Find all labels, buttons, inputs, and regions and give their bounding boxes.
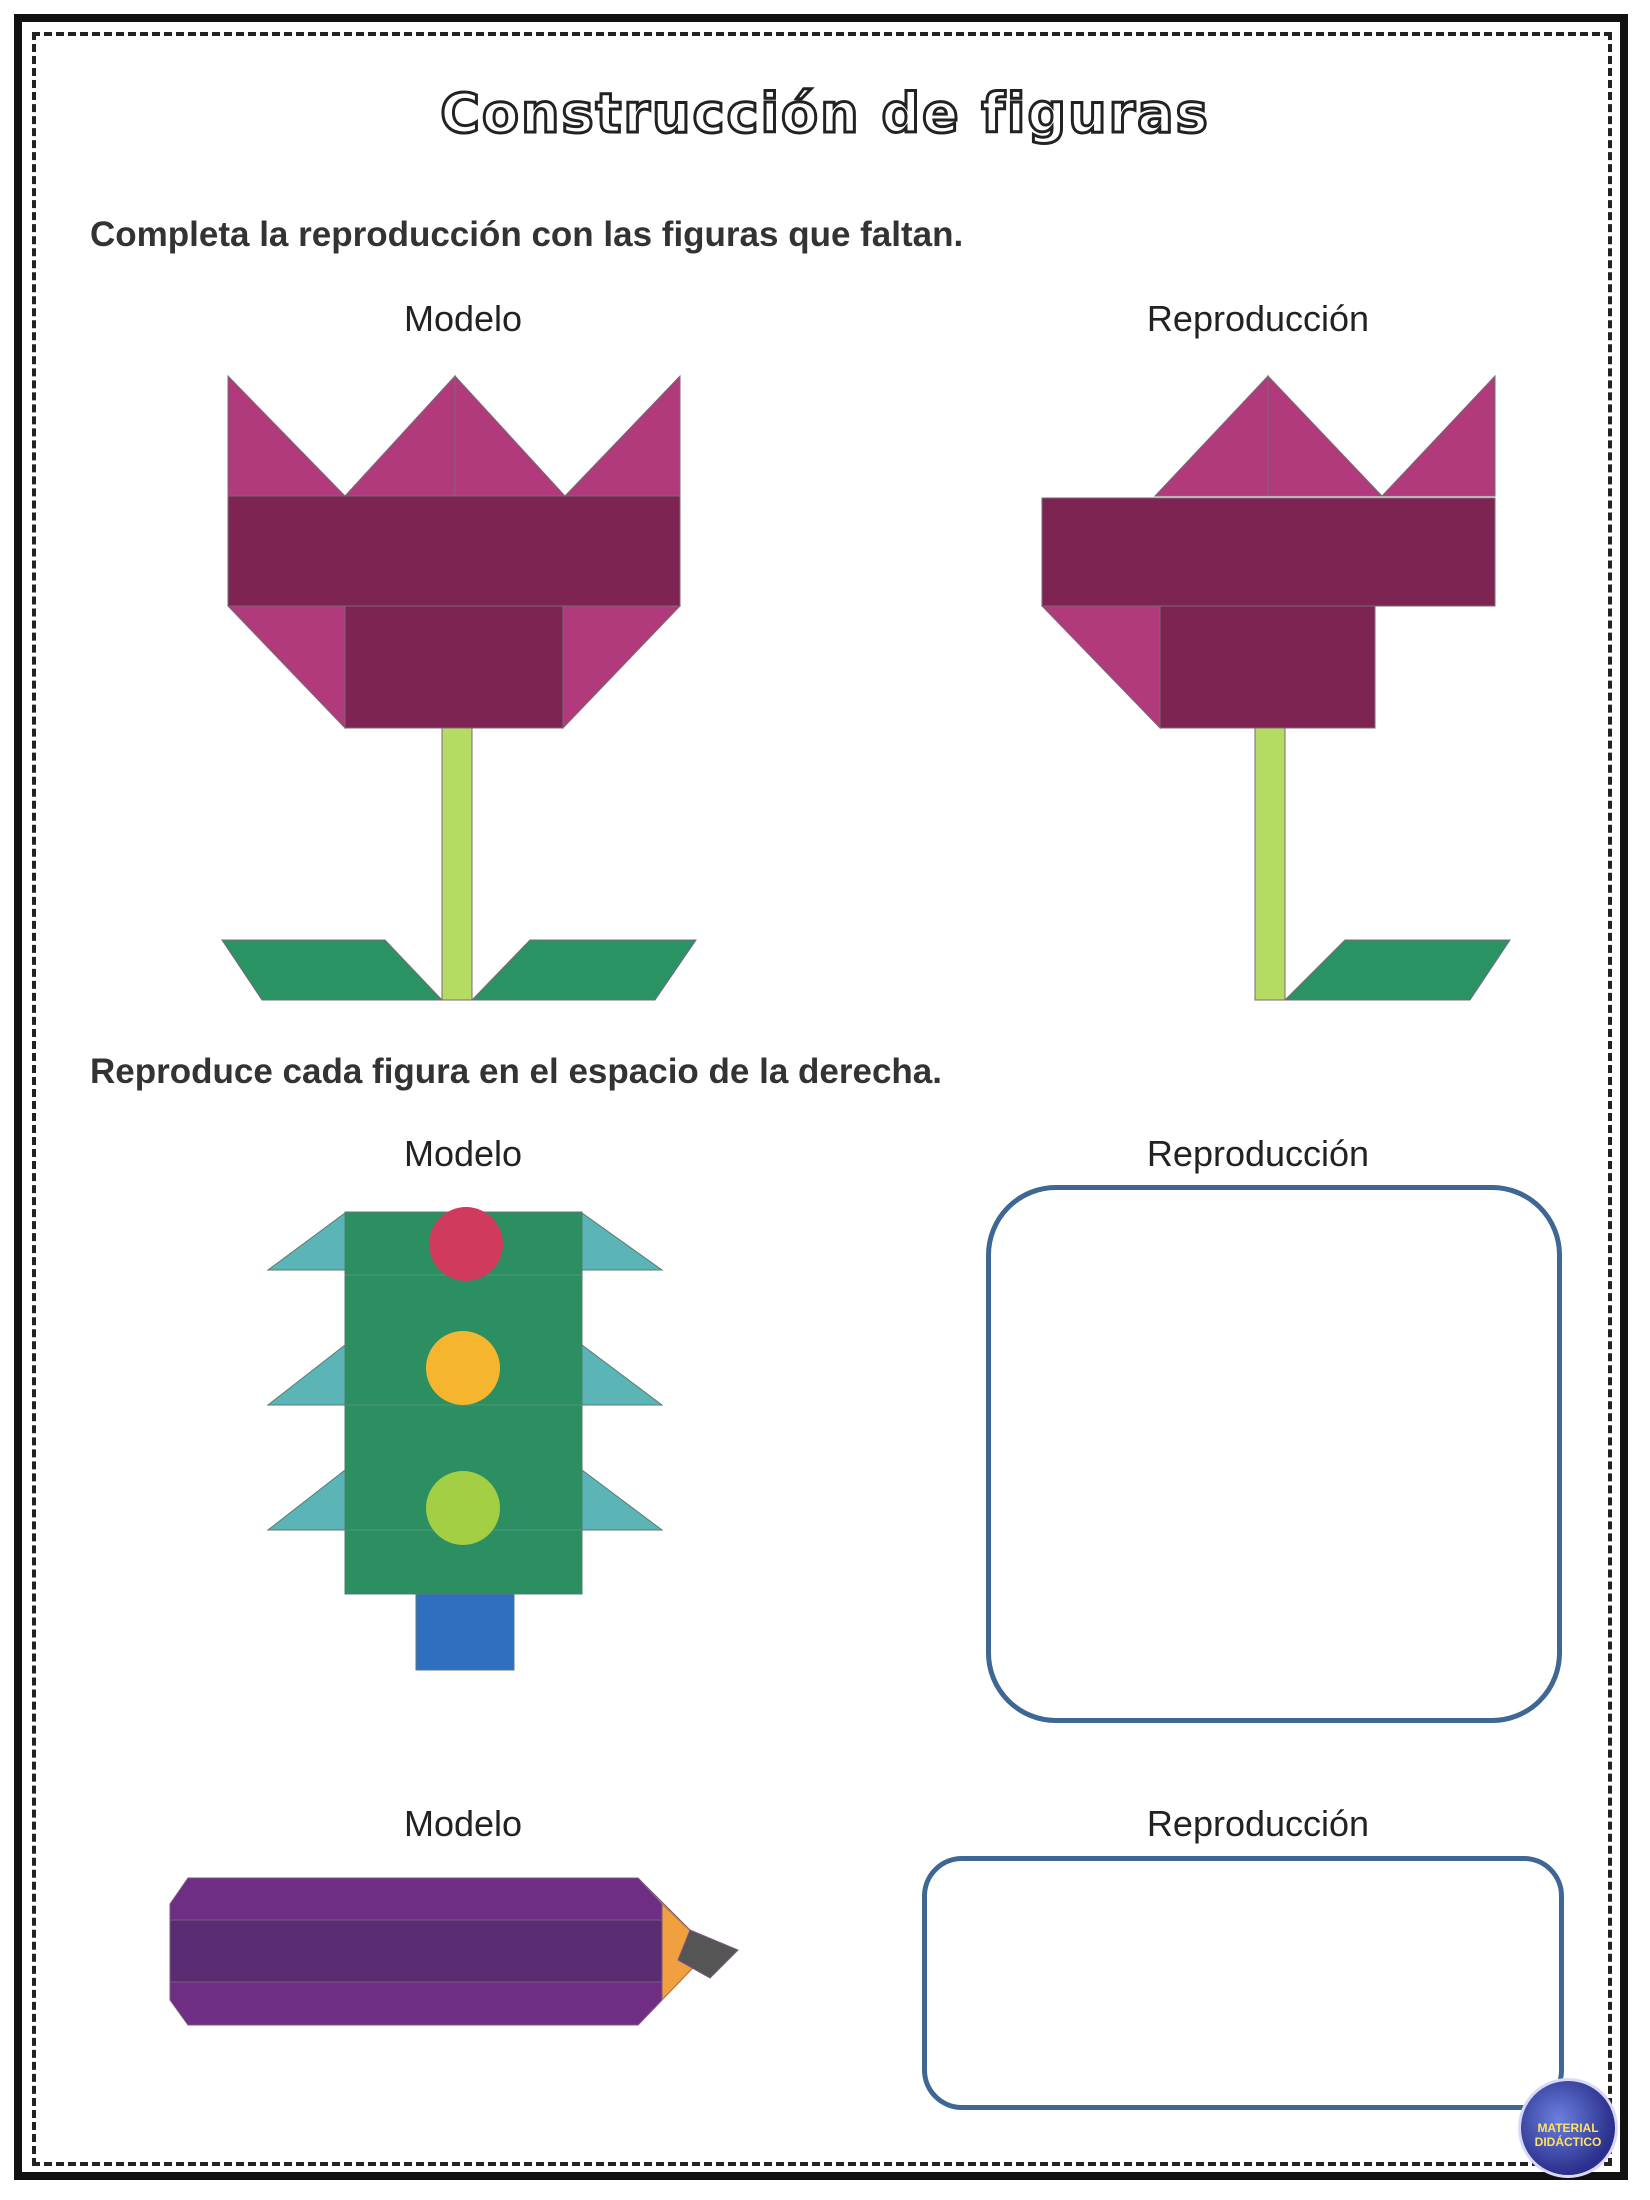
logo-text-1: MATERIAL: [1537, 2121, 1599, 2135]
pencil-band: [169, 1919, 663, 1983]
petal-center-right: [1267, 374, 1384, 497]
logo-text-2: DIDÁCTICO: [1534, 2135, 1602, 2149]
leaf-right: [1283, 939, 1511, 1001]
traffic-light-answer-box[interactable]: [986, 1185, 1562, 1723]
reproduction-label-traffic-light: Reproducción: [1146, 1133, 1370, 1174]
flower-stem: [441, 727, 473, 1001]
page-border: [14, 14, 1628, 2180]
red-light: [429, 1207, 503, 1281]
flower-side-right: [562, 605, 682, 730]
model-label-pencil: Modelo: [403, 1803, 523, 1844]
green-light: [426, 1471, 500, 1545]
page-title: Construcción de figuras: [439, 81, 1210, 147]
model-label-traffic-light: Modelo: [403, 1133, 523, 1174]
model-label-flower: Modelo: [403, 298, 523, 339]
reproduction-label-flower: Reproducción: [1146, 298, 1370, 339]
flower-center-block: [344, 605, 564, 729]
pencil-lead: [677, 1929, 739, 1979]
pencil-answer-box[interactable]: [922, 1856, 1564, 2110]
flower-center-block: [1159, 605, 1376, 729]
instruction-reproduce: Reproduce cada figura en el espacio de l…: [90, 1052, 942, 1091]
dashed-border: [32, 32, 1612, 2166]
reproduction-label-pencil: Reproducción: [1146, 1803, 1370, 1844]
logo-badge: MATERIAL DIDÁCTICO: [1518, 2078, 1618, 2178]
leaf-left: [221, 939, 444, 1001]
tree-trunk: [415, 1593, 515, 1671]
yellow-light: [426, 1331, 500, 1405]
flower-band: [1041, 497, 1496, 607]
petal-right: [1380, 374, 1496, 497]
flower-stem: [1254, 727, 1286, 1001]
leaf-right: [470, 939, 697, 1001]
instruction-complete: Completa la reproducción con las figuras…: [90, 215, 964, 254]
flower-band: [227, 495, 681, 607]
